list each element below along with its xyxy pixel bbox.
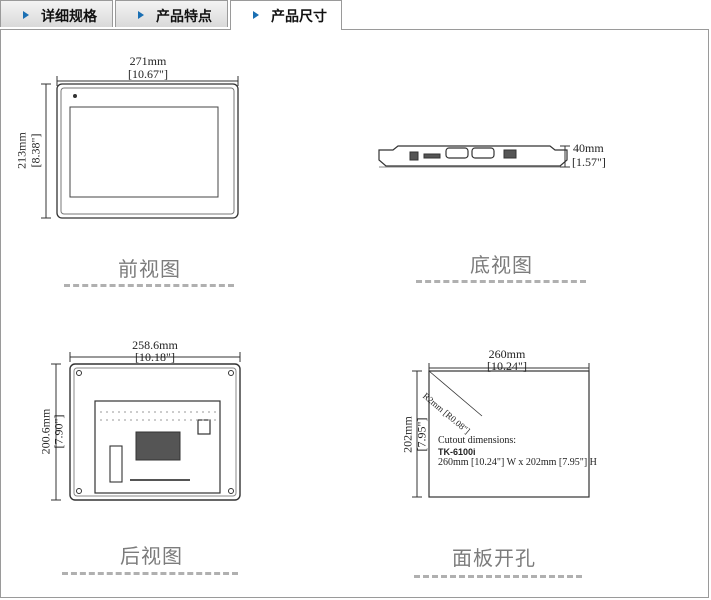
dimensions-panel bbox=[0, 29, 709, 598]
arrow-right-icon bbox=[253, 11, 259, 19]
tab-specifications[interactable]: 详细规格 bbox=[0, 0, 113, 27]
rear-view-caption: 后视图 bbox=[120, 544, 183, 568]
front-height-mm: 213mm bbox=[14, 132, 29, 169]
tab-features[interactable]: 产品特点 bbox=[115, 0, 228, 27]
rear-width-in: [10.18"] bbox=[135, 350, 175, 364]
tab-label: 详细规格 bbox=[41, 8, 97, 24]
front-width-in: [10.67"] bbox=[128, 67, 168, 81]
front-view-caption: 前视图 bbox=[118, 257, 181, 281]
tab-dimensions[interactable]: 产品尺寸 bbox=[230, 0, 342, 30]
cutout-width-in: [10.24"] bbox=[487, 359, 527, 373]
rear-width-mm: 258.6mm bbox=[132, 338, 178, 352]
cutout-model: TK-6100i bbox=[438, 447, 476, 457]
panel-cutout-caption: 面板开孔 bbox=[452, 546, 536, 570]
bottom-depth-mm: 40mm bbox=[573, 141, 604, 155]
cutout-height-mm: 202mm bbox=[400, 416, 415, 453]
tab-label: 产品特点 bbox=[156, 8, 212, 24]
rear-view-drawing bbox=[51, 352, 241, 501]
front-width-mm: 271mm bbox=[129, 54, 167, 68]
cutout-title: Cutout dimensions: bbox=[438, 435, 517, 446]
arrow-right-icon bbox=[23, 11, 29, 19]
cutout-size: 260mm [10.24"] W x 202mm [7.95"] H bbox=[438, 457, 597, 468]
bottom-view-drawing bbox=[378, 145, 570, 168]
bottom-view-caption: 底视图 bbox=[470, 253, 533, 277]
panel-cutout-drawing bbox=[412, 363, 590, 498]
front-height-in: [8.38"] bbox=[28, 133, 43, 168]
cutout-height-in: [7.95"] bbox=[414, 417, 429, 452]
tab-label: 产品尺寸 bbox=[271, 8, 327, 24]
caption-underline bbox=[64, 284, 234, 287]
caption-underline bbox=[62, 572, 238, 575]
caption-underline bbox=[416, 280, 586, 283]
tab-bar: 详细规格 产品特点 产品尺寸 bbox=[0, 0, 711, 30]
caption-underline bbox=[414, 575, 582, 578]
front-view-drawing bbox=[41, 76, 239, 219]
bottom-depth-in: [1.57"] bbox=[572, 155, 606, 169]
arrow-right-icon bbox=[138, 11, 144, 19]
rear-height-in: [7.90"] bbox=[51, 414, 66, 449]
cutout-width-mm: 260mm bbox=[488, 347, 526, 361]
